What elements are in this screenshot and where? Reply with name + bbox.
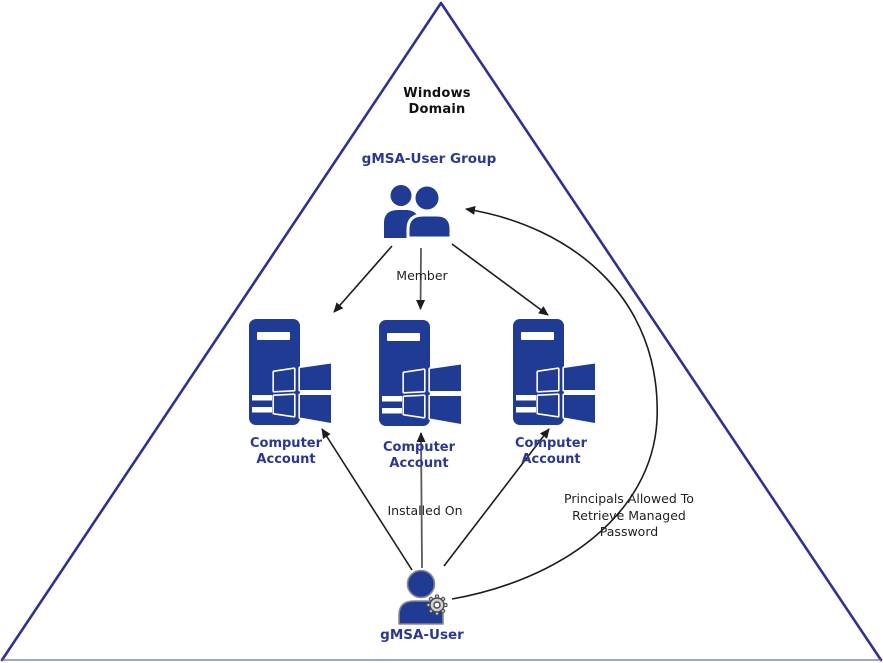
windows-logo-icon: [402, 362, 463, 426]
computer-account-label-right: Computer Account: [514, 436, 588, 467]
member-arrow-right: [451, 243, 549, 316]
installed-on-arrow-middle: [416, 432, 426, 569]
windows-logo-icon: [536, 361, 597, 425]
server-windows-icon: [379, 320, 463, 426]
server-windows-icon: [249, 319, 333, 425]
server-windows-icon: [513, 319, 597, 425]
user-gear-icon: [398, 569, 448, 625]
installed-on-relationship-label: Installed On: [387, 503, 463, 518]
installed-on-arrow-right: [443, 428, 550, 567]
windows-logo-icon: [272, 361, 333, 425]
gear-icon: [426, 594, 448, 616]
member-relationship-label: Member: [396, 268, 448, 283]
member-arrow-middle: [416, 247, 426, 310]
computer-account-label-left: Computer Account: [249, 436, 323, 467]
gmsa-user-label: gMSA-User: [380, 627, 464, 643]
installed-on-arrow-left: [321, 428, 413, 571]
group-users-icon: [384, 184, 453, 240]
principals-allowed-arrow: [451, 205, 658, 600]
gmsa-user-group-label: gMSA-User Group: [361, 151, 497, 167]
member-arrow-left: [333, 245, 393, 313]
principals-allowed-relationship-label: Principals Allowed To Retrieve Managed P…: [564, 491, 694, 539]
windows-domain-label: Windows Domain: [403, 86, 471, 117]
computer-account-label-middle: Computer Account: [382, 440, 456, 471]
